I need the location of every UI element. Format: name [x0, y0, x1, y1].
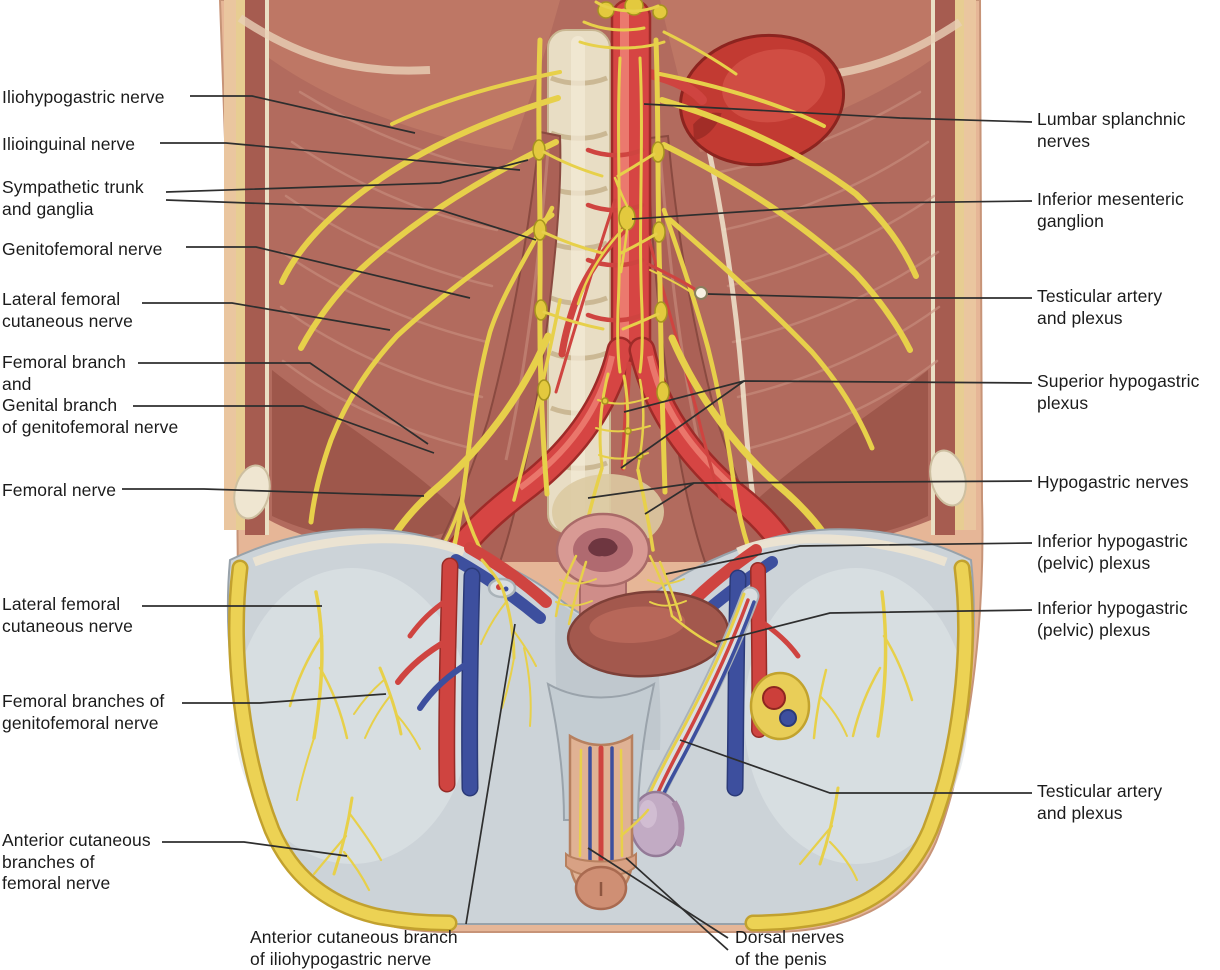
label-anterior-cutaneous-branches-femoral: Anterior cutaneous branches of femoral n…: [2, 830, 151, 893]
label-genitofemoral-nerve: Genitofemoral nerve: [2, 239, 163, 259]
label-testicular-artery-plexus-lower: Testicular artery and plexus: [1037, 781, 1163, 823]
sympathetic-trunks: [532, 37, 670, 497]
label-inferior-hypogastric-plexus-2: Inferior hypogastric (pelvic) plexus: [1037, 598, 1188, 640]
label-inferior-mesenteric-ganglion: Inferior mesenteric ganglion: [1037, 189, 1184, 231]
superior-hypogastric-plexus-shape: [580, 372, 655, 552]
inferior-mesenteric-ganglion-shape: [618, 205, 636, 231]
dorsal-nerve-of-penis-left: [578, 748, 583, 858]
label-testicular-artery-plexus-upper: Testicular artery and plexus: [1037, 286, 1163, 328]
label-femoral-nerve: Femoral nerve: [2, 480, 117, 500]
label-lateral-femoral-cutaneous-lower: Lateral femoral cutaneous nerve: [2, 594, 133, 636]
dorsal-nerve-of-penis-right: [619, 748, 624, 858]
label-anterior-cutaneous-branch-iliohypogastric: Anterior cutaneous branch of iliohypogas…: [250, 927, 458, 969]
label-ilioinguinal-nerve: Ilioinguinal nerve: [2, 134, 136, 154]
cutaneous-nerve-branches: [288, 558, 914, 892]
label-femoral-and-genital-branch: Femoral branch and Genital branch of gen…: [2, 352, 179, 437]
femoral-vessels-left: [395, 557, 481, 797]
penis: [546, 682, 656, 911]
label-dorsal-nerves-of-penis: Dorsal nerves of the penis: [735, 927, 845, 969]
label-iliohypogastric-nerve: Iliohypogastric nerve: [2, 87, 165, 107]
body-wall-cut-edges: [224, 0, 976, 535]
label-hypogastric-nerves: Hypogastric nerves: [1037, 472, 1189, 492]
testis: [629, 790, 685, 858]
label-lumbar-splanchnic-nerves: Lumbar splanchnic nerves: [1037, 109, 1186, 151]
label-inferior-hypogastric-plexus-1: Inferior hypogastric (pelvic) plexus: [1037, 531, 1188, 573]
label-lateral-femoral-cutaneous-upper: Lateral femoral cutaneous nerve: [2, 289, 133, 331]
aortic-plexus: [576, 0, 738, 374]
inferior-hypogastric-plexus-shape: [554, 554, 718, 648]
bladder-prostate: [566, 590, 730, 678]
leader-lines: [122, 95, 1033, 951]
testicular-artery-cut: [646, 262, 708, 300]
label-superior-hypogastric-plexus: Superior hypogastric plexus: [1037, 371, 1200, 413]
rectum: [555, 512, 651, 623]
label-femoral-branches-genitofemoral: Femoral branches of genitofemoral nerve: [2, 691, 165, 733]
label-sympathetic-trunk-and-ganglia: Sympathetic trunk and ganglia: [2, 177, 144, 219]
